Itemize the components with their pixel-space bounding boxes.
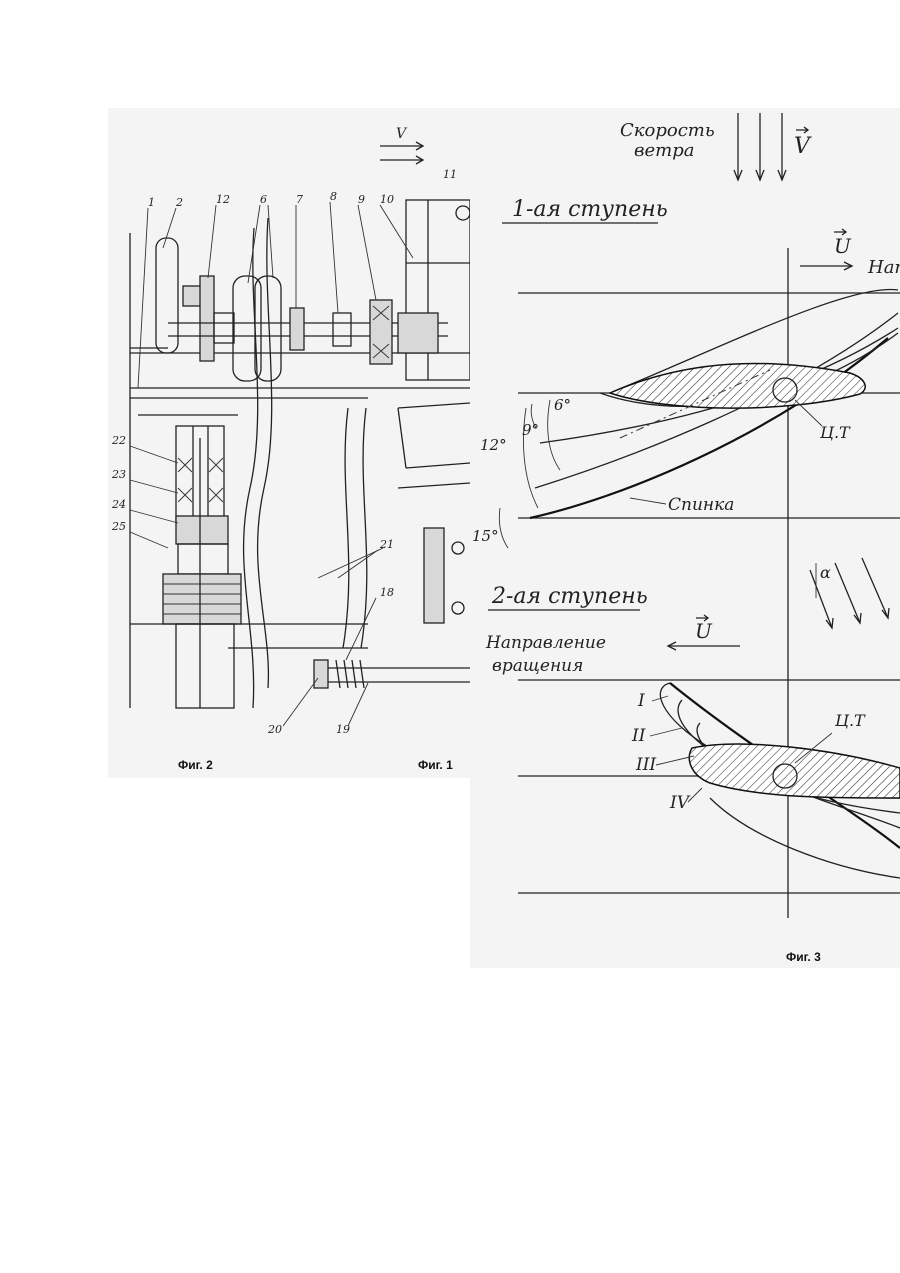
part-number-19: 19 xyxy=(336,723,350,736)
rotation-direction-line1: Направление xyxy=(485,633,606,653)
stage2-title: 2-ая ступень xyxy=(491,584,648,609)
center-label-stage2: Ц.Т xyxy=(834,711,866,730)
angle-12: 12° xyxy=(480,436,507,454)
v-vector-label: V xyxy=(794,134,812,159)
wind-arrows xyxy=(734,113,786,180)
angle-9: 9° xyxy=(522,421,539,439)
u-vector-label-stage2: U xyxy=(695,619,713,643)
wind-label-line2: ветра xyxy=(634,140,694,161)
part-number-9: 9 xyxy=(358,193,365,206)
gear-7 xyxy=(290,308,304,350)
part-number-22: 22 xyxy=(111,434,126,447)
blade-profile-drawing: Скорость ветра V 1-ая ступень U Нап xyxy=(470,108,900,968)
angle-6: 6° xyxy=(554,396,571,414)
spring-18 xyxy=(336,660,364,688)
blade-profile-panel: Скорость ветра V 1-ая ступень U Нап xyxy=(470,108,900,968)
gear-12 xyxy=(200,276,214,361)
u-vector-label-stage1: U xyxy=(834,234,852,258)
coupling-24 xyxy=(176,516,228,544)
fig1-caption: Фиг. 1 xyxy=(418,758,453,772)
velocity-label: V xyxy=(396,126,408,142)
position-III: III xyxy=(635,755,656,775)
mechanism-drawing: V xyxy=(108,108,470,778)
position-II: II xyxy=(631,726,646,746)
vertical-shaft-part xyxy=(424,528,444,623)
bearing-9 xyxy=(370,300,392,364)
part-number-23: 23 xyxy=(111,468,126,481)
position-I: I xyxy=(637,691,645,711)
center-label-stage1: Ц.Т xyxy=(819,423,851,442)
alpha-label: α xyxy=(820,563,831,582)
part-number-25: 25 xyxy=(111,520,126,533)
back-label: Спинка xyxy=(668,495,734,515)
part-number-6: 6 xyxy=(260,193,267,206)
rotation-direction-line2: вращения xyxy=(492,656,583,676)
part-number-12: 12 xyxy=(216,193,230,206)
wind-label-line1: Скорость xyxy=(620,120,715,141)
stage2-solid-profile xyxy=(689,744,900,798)
stage1-solid-profile xyxy=(610,363,865,408)
part-number-20: 20 xyxy=(267,723,282,736)
fig2-caption: Фиг. 2 xyxy=(178,758,213,772)
sleeve-8 xyxy=(333,313,351,346)
part-number-18: 18 xyxy=(380,586,394,599)
stage1-title: 1-ая ступень xyxy=(512,197,668,222)
part-number-1: 1 xyxy=(148,196,155,209)
part-number-11: 11 xyxy=(443,168,457,181)
part-number-8: 8 xyxy=(330,190,337,203)
angle-15: 15° xyxy=(472,527,499,545)
part-number-2: 2 xyxy=(175,196,183,209)
part-number-21: 21 xyxy=(379,538,394,551)
position-IV: IV xyxy=(669,793,691,813)
fig3-caption: Фиг. 3 xyxy=(786,950,821,964)
part-number-10: 10 xyxy=(380,193,394,206)
part-number-24: 24 xyxy=(111,498,126,511)
bolt-20 xyxy=(314,660,328,688)
generator-25 xyxy=(163,574,241,624)
mechanical-drawing-panel: V xyxy=(108,108,470,778)
direction-partial: Нап xyxy=(867,257,900,278)
part-number-7: 7 xyxy=(296,193,303,206)
